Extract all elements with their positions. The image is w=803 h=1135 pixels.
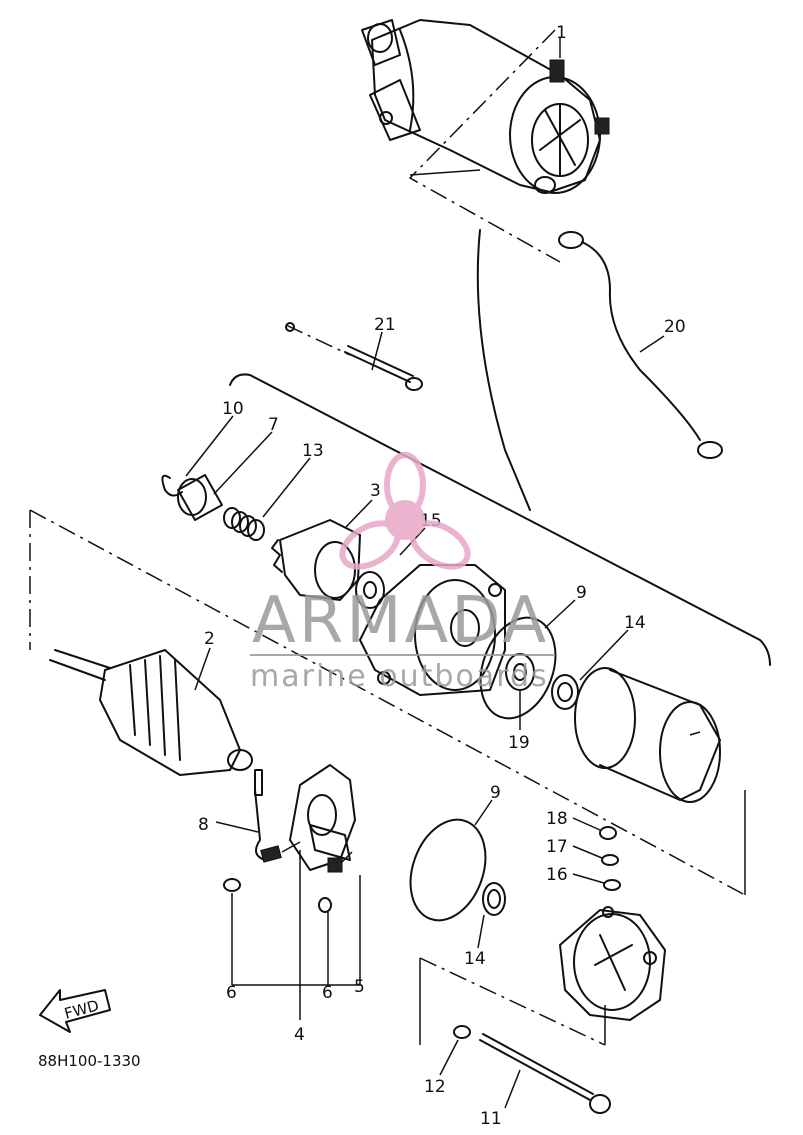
label-part-18: 18 bbox=[546, 809, 568, 829]
washer-part-12 bbox=[453, 1025, 471, 1039]
watermark-tagline: marine outboards bbox=[250, 659, 549, 694]
bolt-part-11 bbox=[479, 1033, 611, 1114]
fwd-label: FWD bbox=[62, 996, 100, 1022]
label-part-8: 8 bbox=[198, 815, 209, 835]
brush-part-8 bbox=[254, 769, 301, 863]
label-part-9-upper: 9 bbox=[576, 583, 587, 603]
label-part-17: 17 bbox=[546, 837, 568, 857]
label-part-9-lower: 9 bbox=[490, 783, 501, 803]
stopper-part-7 bbox=[177, 474, 223, 521]
watermark: ARMADA marine outboards bbox=[250, 452, 555, 694]
leader-lines bbox=[185, 38, 665, 1109]
label-part-7: 7 bbox=[268, 415, 279, 435]
washer-part-16 bbox=[603, 879, 621, 891]
label-part-16: 16 bbox=[546, 865, 568, 885]
nut-part-6-right bbox=[318, 897, 332, 913]
washer-part-17 bbox=[601, 854, 619, 866]
label-part-19: 19 bbox=[508, 733, 530, 753]
watermark-brand: ARMADA bbox=[252, 584, 549, 658]
rod-part-21 bbox=[285, 322, 423, 391]
washer-part-15 bbox=[355, 571, 385, 609]
lead-wire-part-20 bbox=[558, 231, 723, 459]
fwd-arrow: FWD bbox=[39, 989, 111, 1033]
label-part-4: 4 bbox=[294, 1025, 305, 1045]
pinion-clutch-part-3 bbox=[271, 519, 361, 601]
label-part-12: 12 bbox=[424, 1077, 446, 1097]
nut-part-18 bbox=[599, 826, 617, 840]
label-part-3: 3 bbox=[370, 481, 381, 501]
starter-motor-assembly bbox=[361, 19, 610, 194]
label-part-1: 1 bbox=[556, 23, 567, 43]
label-part-5: 5 bbox=[354, 977, 365, 997]
yoke-housing bbox=[574, 667, 721, 803]
propeller-logo-icon bbox=[339, 452, 471, 570]
label-part-6-left: 6 bbox=[226, 983, 237, 1003]
diagram-code: 88H100-1330 bbox=[38, 1052, 141, 1070]
label-part-6-right: 6 bbox=[322, 983, 333, 1003]
nut-part-6-left bbox=[223, 878, 241, 892]
washer-part-14-upper bbox=[551, 674, 579, 710]
brush-part-5 bbox=[327, 851, 353, 873]
washer-part-14-lower bbox=[482, 882, 506, 916]
label-part-14-lower: 14 bbox=[464, 949, 486, 969]
label-part-11: 11 bbox=[480, 1109, 502, 1129]
label-part-14-upper: 14 bbox=[624, 613, 646, 633]
label-part-21: 21 bbox=[374, 315, 396, 335]
label-part-13: 13 bbox=[302, 441, 324, 461]
label-part-10: 10 bbox=[222, 399, 244, 419]
o-ring-part-9-upper bbox=[479, 616, 557, 720]
o-ring-part-9-lower bbox=[409, 818, 487, 922]
label-part-2: 2 bbox=[204, 629, 215, 649]
circlip-part-10 bbox=[161, 474, 183, 497]
armature-part-2 bbox=[49, 649, 253, 776]
rear-cover bbox=[559, 906, 666, 1021]
spring-part-13 bbox=[223, 507, 265, 541]
label-part-20: 20 bbox=[664, 317, 686, 337]
